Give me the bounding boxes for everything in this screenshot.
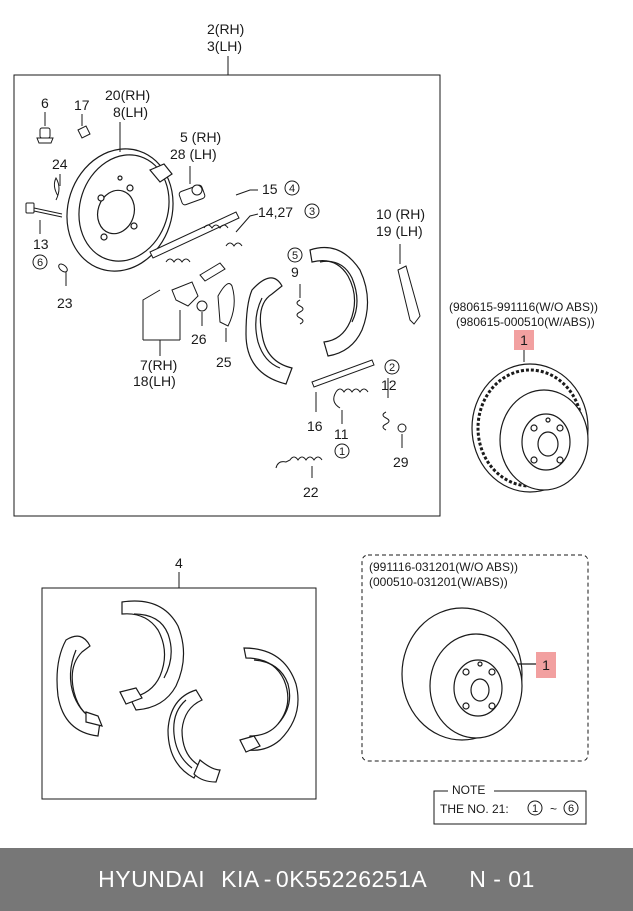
label-8-lh: 8(LH) [113, 104, 148, 120]
label-3-lh: 3(LH) [207, 38, 242, 54]
label-9-ref: 5 [292, 250, 298, 262]
hold-down-spring [296, 284, 304, 325]
shoe-kit-frame [41, 587, 317, 800]
label-19-lh: 19 (LH) [376, 223, 423, 239]
lower-return-spring [275, 456, 323, 478]
ref-circle-11 [334, 443, 350, 459]
footer-dash: - [263, 866, 272, 892]
retaining-clip [53, 174, 61, 201]
label-14-27: 14,27 [258, 204, 293, 220]
label-7-rh: 7(RH) [140, 357, 177, 373]
footer-part-number: 0K55226251A [275, 866, 428, 892]
note-ref-to-circle [563, 800, 579, 816]
drum-plain-part-label: 1 [542, 657, 550, 673]
parking-lever [142, 262, 226, 356]
label-17: 17 [74, 97, 90, 113]
hold-down-spring-rear [382, 378, 390, 431]
brake-drum-abs [471, 363, 589, 493]
drum-plain-part-highlight [536, 652, 556, 678]
return-spring [333, 388, 369, 424]
drum-plain-range-2: (000510-031201(W/ABS)) [369, 575, 508, 589]
label-4: 4 [175, 555, 183, 571]
label-18-lh: 18(LH) [133, 373, 176, 389]
label-12: 12 [381, 377, 397, 393]
label-6: 6 [41, 95, 49, 111]
parts-diagram: 2(RH) 3(LH) 20(RH) 8(LH) 6 17 24 [13, 21, 598, 825]
label-29: 29 [393, 454, 409, 470]
label-11-ref: 1 [339, 446, 345, 458]
label-25: 25 [216, 354, 232, 370]
drum-abs-range-1: (980615-991116(W/O ABS)) [449, 300, 598, 314]
label-22: 22 [303, 484, 319, 500]
wheel-cylinder [178, 166, 206, 206]
note-ref-to: 6 [568, 803, 574, 815]
ref-circle-13 [32, 254, 48, 270]
label-14-ref: 3 [309, 206, 315, 218]
backing-plate [66, 148, 174, 272]
footer-bar: HYUNDAI KIA - 0K55226251A N - 01 [0, 848, 633, 911]
brake-shoe-front [245, 277, 293, 385]
bleeder-screw [36, 112, 54, 144]
lever-nut [196, 300, 208, 326]
ref-circle-12 [384, 359, 400, 375]
ref-circle-14 [304, 203, 320, 219]
drum-plain-frame [361, 554, 589, 762]
note-title: NOTE [452, 783, 485, 797]
bleeder-cap [77, 114, 91, 139]
note-text: THE NO. 21: [440, 802, 509, 816]
label-9: 9 [291, 264, 299, 280]
drum-plain-range-1: (991116-031201(W/O ABS)) [369, 560, 518, 574]
footer-brand-2: KIA [221, 866, 260, 892]
spring-cup [397, 423, 407, 448]
label-16: 16 [307, 418, 323, 434]
note-title-bg [448, 783, 494, 797]
label-12-ref: 2 [389, 362, 395, 374]
footer-code: N - 01 [469, 866, 535, 892]
label-13-ref: 6 [37, 257, 43, 269]
ref-circle-15 [284, 180, 300, 196]
brake-shoe-rear [309, 246, 369, 357]
note-ref-from-circle [527, 800, 543, 816]
label-28-lh: 28 (LH) [170, 146, 217, 162]
label-13: 13 [33, 236, 49, 252]
label-15: 15 [262, 181, 278, 197]
label-15-ref: 4 [289, 183, 295, 195]
footer-brand: HYUNDAI [98, 866, 206, 892]
drum-abs-part-label: 1 [520, 332, 528, 348]
drum-abs-range-2: (980615-000510(W/ABS)) [456, 315, 595, 329]
shoe-kit-shoe-3 [167, 689, 221, 783]
adjuster-spring [225, 213, 259, 247]
label-11: 11 [334, 426, 349, 442]
note-tilde: ~ [550, 802, 557, 816]
assembly-frame [13, 56, 441, 517]
label-26: 26 [191, 331, 207, 347]
label-24: 24 [52, 156, 68, 172]
adjuster-strut [149, 189, 258, 263]
label-2-rh: 2(RH) [207, 21, 244, 37]
label-23: 23 [57, 295, 73, 311]
shoe-strut [311, 359, 375, 412]
shoe-kit-shoe-4 [239, 647, 299, 753]
auto-adjust-lever [217, 283, 235, 342]
shoe-kit-shoe-2 [119, 600, 185, 711]
brake-drum-plain [401, 607, 536, 741]
shoe-kit-shoe-1 [56, 635, 103, 737]
mounting-bolt [25, 202, 63, 234]
ref-circle-9 [287, 247, 303, 263]
drum-abs-part-highlight [514, 330, 534, 350]
parking-brake-lever-rear [397, 244, 421, 325]
label-10-rh: 10 (RH) [376, 206, 425, 222]
label-20-rh: 20(RH) [105, 87, 150, 103]
lock-washer [58, 263, 68, 286]
label-5-rh: 5 (RH) [180, 129, 221, 145]
note-ref-from: 1 [532, 803, 538, 815]
